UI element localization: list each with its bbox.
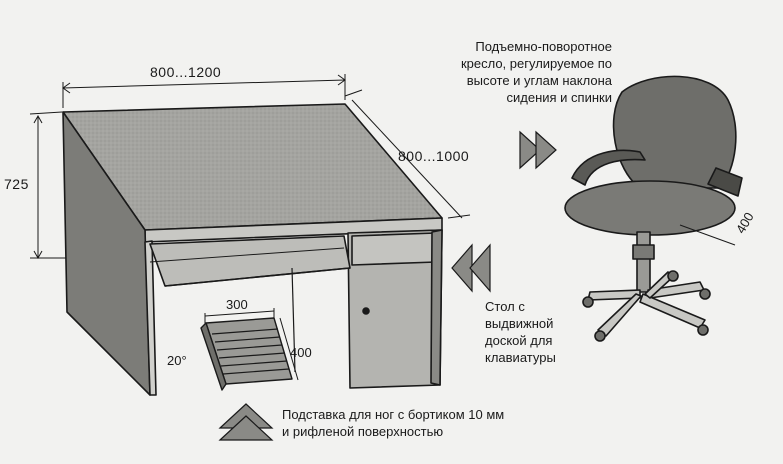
depth-dimension-label: 800...1000 <box>398 148 470 164</box>
desk-caption-line: клавиатуры <box>485 350 556 365</box>
chair-caption-line: сидения и спинки <box>506 90 612 105</box>
footrest-caption: Подставка для ног с бортиком 10 мм и риф… <box>282 406 622 440</box>
footrest <box>200 317 293 391</box>
desk-caption: Стол с выдвижной доской для клавиатуры <box>485 298 595 366</box>
desk-drawer <box>351 232 437 266</box>
chair-base <box>587 271 706 337</box>
chair-column <box>636 231 651 293</box>
chair-arrow <box>519 130 541 170</box>
chair-seat <box>564 180 736 236</box>
chair-casters <box>582 270 711 342</box>
chair-caption-line: высоте и углам наклона <box>466 73 612 88</box>
desk <box>62 103 443 396</box>
pointer-arrows <box>218 130 557 441</box>
desk-door-knob <box>362 307 370 315</box>
desk-arrow <box>451 243 473 293</box>
office-chair <box>564 75 743 342</box>
desk-caption-line: выдвижной <box>485 316 554 331</box>
desk-caption-line: Стол с <box>485 299 525 314</box>
chair-caption: Подъемно-поворотное кресло, регулируемое… <box>380 38 612 106</box>
footrest-depth-label: 400 <box>290 345 312 360</box>
footrest-caption-line: и рифленой поверхностью <box>282 424 444 439</box>
desk-caption-line: доской для <box>485 333 553 348</box>
chair-armrest <box>571 149 646 186</box>
footrest-angle-label: 20° <box>167 353 187 368</box>
height-dimension-label: 725 <box>4 176 29 192</box>
dimension-lines <box>29 74 736 381</box>
footrest-caption-line: Подставка для ног с бортиком 10 мм <box>282 407 505 422</box>
width-dimension-label: 800...1200 <box>150 64 222 80</box>
chair-caption-line: кресло, регулируемое по <box>460 56 612 71</box>
chair-caption-line: Подъемно-поворотное <box>475 39 612 54</box>
desk-pedestal-side <box>430 229 443 386</box>
footrest-width-label: 300 <box>226 297 248 312</box>
desk-left-leg <box>144 240 157 396</box>
